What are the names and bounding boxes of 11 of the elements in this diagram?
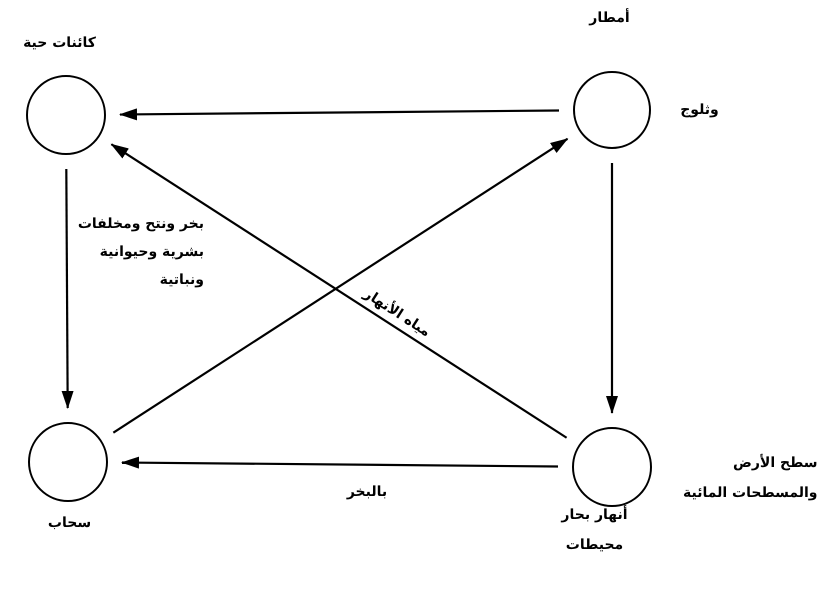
node-label: سحاب [46, 514, 92, 532]
node-label: وثلوج [679, 100, 720, 120]
arrow [119, 108, 559, 120]
node-label: أنهار بحار محيطات [560, 504, 629, 554]
arrow [606, 163, 618, 414]
arrow [62, 169, 74, 409]
node-label: كائنات حية [22, 34, 97, 52]
node-label: سطح الأرض والمسطحات المائية [682, 452, 818, 502]
arrow [121, 456, 558, 469]
node-label: أمطار [588, 7, 631, 28]
edge-label: مياه الأنهار [360, 284, 434, 342]
